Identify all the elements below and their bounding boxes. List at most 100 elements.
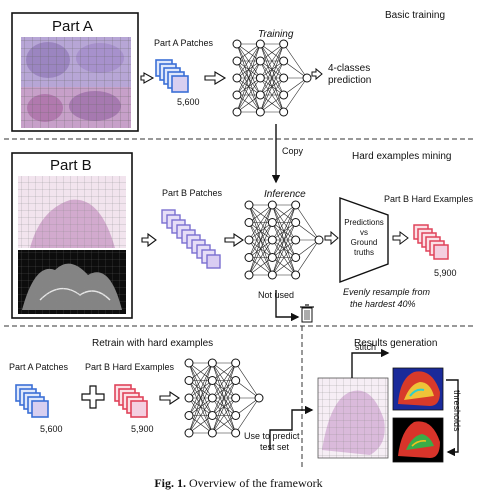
- comparison-line1: Predictions: [344, 218, 384, 227]
- network-node: [184, 411, 194, 420]
- network-edge: [248, 204, 273, 241]
- network-node: [254, 393, 264, 403]
- network-edge: [260, 60, 284, 113]
- network-edge: [236, 43, 261, 62]
- retrain-part-a-count: 5,600: [40, 424, 63, 434]
- network-node: [267, 218, 277, 227]
- inference-label: Inference: [264, 189, 306, 200]
- network-node: [267, 235, 277, 245]
- figure-caption: Fig. 1. Overview of the framework: [0, 476, 477, 491]
- network-node: [291, 270, 301, 280]
- network-edge: [212, 397, 236, 434]
- part-a-title: Part A: [52, 18, 93, 35]
- arrow-comparison-to-hard: [392, 231, 409, 245]
- network-node: [267, 253, 277, 262]
- network-edge: [235, 397, 260, 416]
- section-results-generation: Results generation: [354, 338, 438, 349]
- network-node: [302, 73, 312, 83]
- network-node: [279, 107, 289, 117]
- network-edge: [236, 43, 261, 79]
- network-edge: [272, 257, 296, 276]
- network-edge: [212, 415, 236, 434]
- heatmap-image: [392, 367, 444, 411]
- part-b-patches-stack: [161, 209, 221, 269]
- section-hard-examples-mining: Hard examples mining: [352, 151, 452, 162]
- network-edge: [260, 94, 284, 113]
- plus-icon: [81, 385, 105, 409]
- network-edge: [295, 222, 320, 241]
- network-edge: [188, 415, 213, 434]
- network-node: [244, 200, 254, 210]
- network-node: [279, 73, 289, 83]
- hard-examples-stack: [413, 224, 449, 260]
- retrain-network: [184, 358, 264, 438]
- network-node: [255, 56, 265, 66]
- training-output-line1: 4-classes: [328, 63, 371, 74]
- caption-text: Overview of the framework: [189, 476, 323, 490]
- thresholds-label: thresholds: [452, 390, 462, 432]
- network-edge: [295, 239, 320, 258]
- network-edge: [212, 380, 236, 434]
- network-edge: [272, 222, 296, 276]
- network-node: [232, 90, 242, 100]
- network-edge: [295, 239, 320, 276]
- network-edge: [272, 204, 296, 241]
- stitch-label: stitch: [355, 342, 377, 352]
- network-node: [244, 270, 254, 280]
- network-node: [244, 235, 254, 245]
- caption-prefix: Fig. 1.: [154, 476, 187, 490]
- network-edge: [188, 380, 213, 434]
- network-edge: [236, 43, 261, 113]
- copy-label: Copy: [282, 146, 304, 156]
- network-node: [232, 56, 242, 66]
- network-edge: [295, 204, 320, 241]
- network-node: [255, 73, 265, 83]
- network-edge: [212, 362, 236, 434]
- thresholds-arrow: [446, 379, 459, 457]
- training-label: Training: [258, 29, 294, 40]
- network-edge: [272, 239, 296, 276]
- network-node: [184, 428, 194, 438]
- network-edge: [272, 204, 296, 276]
- network-node: [255, 90, 265, 100]
- network-edge: [236, 60, 261, 113]
- network-edge: [188, 362, 213, 381]
- network-node: [244, 253, 254, 262]
- network-node: [291, 218, 301, 227]
- part-a-patches-count: 5,600: [177, 97, 200, 107]
- part-b-title: Part B: [50, 157, 92, 174]
- training-output-line2: prediction: [328, 75, 372, 86]
- part-b-slide: [11, 152, 133, 319]
- part-a-patches-label: Part A Patches: [154, 38, 214, 48]
- network-edge: [212, 362, 236, 399]
- network-edge: [283, 60, 308, 79]
- network-node: [231, 358, 241, 368]
- retrain-part-b-label: Part B Hard Examples: [85, 362, 175, 372]
- network-node: [291, 200, 301, 210]
- part-b-patches-label: Part B Patches: [162, 188, 223, 198]
- arrow-patches-to-inference: [224, 232, 244, 248]
- arrow-patches-to-training: [204, 71, 227, 85]
- network-edge: [248, 239, 273, 276]
- part-a-slide: [11, 12, 139, 132]
- network-node: [279, 56, 289, 66]
- trash-icon: [300, 304, 314, 323]
- comparison-line4: truths: [353, 248, 374, 257]
- network-edge: [212, 362, 236, 416]
- network-edge: [272, 204, 296, 223]
- network-edge: [188, 362, 213, 399]
- not-used-arrow: [275, 290, 300, 322]
- network-edge: [212, 362, 236, 381]
- section-basic-training: Basic training: [385, 10, 446, 21]
- retrain-part-a-label: Part A Patches: [9, 362, 69, 372]
- not-used-label: Not used: [258, 290, 295, 300]
- network-node: [231, 428, 241, 438]
- network-edge: [260, 77, 284, 113]
- network-edge: [248, 204, 273, 276]
- network-edge: [188, 362, 213, 416]
- network-edge: [236, 94, 261, 113]
- arrow-part-b-to-patches: [141, 232, 157, 248]
- comparison-line3: Ground: [350, 238, 378, 247]
- result-stitched-grid: [317, 377, 389, 459]
- training-network: [232, 39, 312, 117]
